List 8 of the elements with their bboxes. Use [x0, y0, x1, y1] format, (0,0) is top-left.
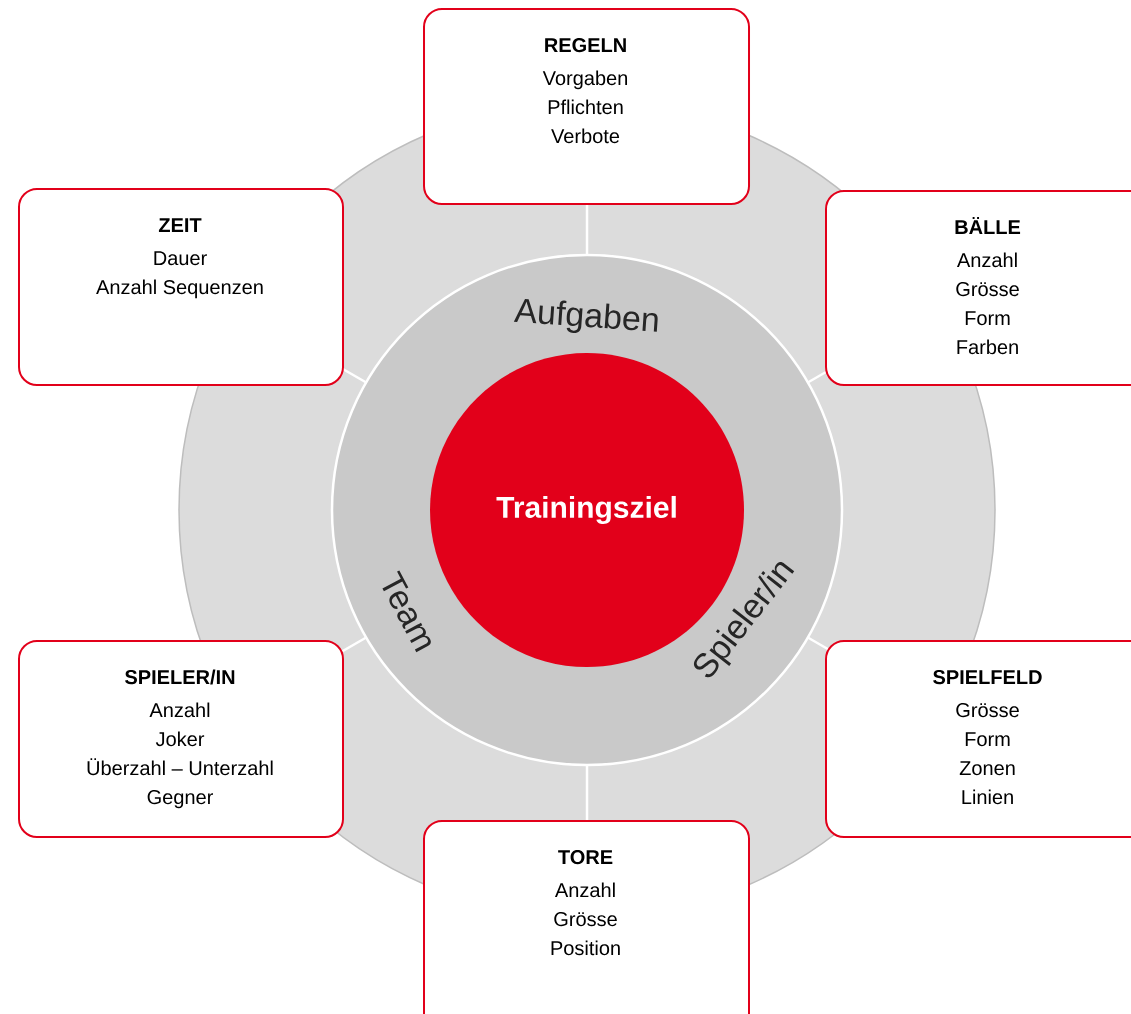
ring-label: Aufgaben	[513, 299, 658, 333]
ring-label: Team	[382, 570, 431, 653]
text-box: TORE Anzahl Grösse Position	[423, 820, 750, 1014]
text-box: SPIELFELD Grösse Form Zonen Linien	[825, 640, 1131, 838]
text-box: REGELN Vorgaben Pflichten Verbote	[423, 8, 750, 205]
text-box: BÄLLE Anzahl Grösse Form Farben	[825, 190, 1131, 386]
text-box: SPIELER/IN Anzahl Joker Überzahl – Unterzahl Gegner	[18, 640, 344, 838]
text-box: ZEIT Dauer Anzahl Sequenzen	[18, 188, 344, 386]
